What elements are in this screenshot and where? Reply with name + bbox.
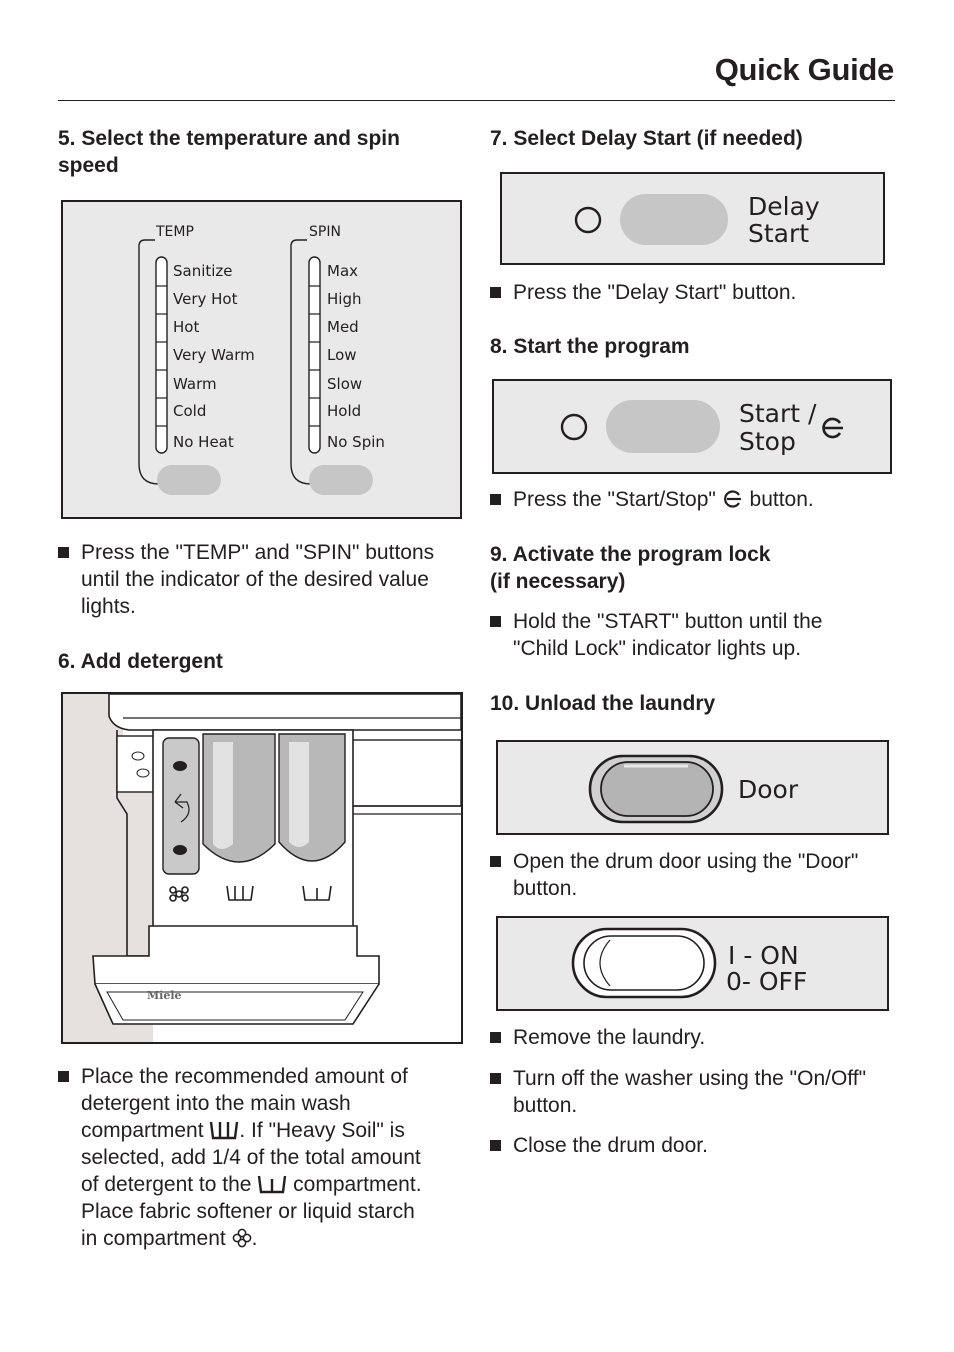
temp-option: Warm — [173, 375, 217, 393]
spin-option: Max — [327, 262, 358, 280]
temp-option: Very Warm — [173, 346, 255, 364]
spin-option: Med — [327, 318, 359, 336]
step10-heading: 10. Unload the laundry — [490, 692, 716, 715]
delay-start-label-line1: Delay — [748, 192, 820, 221]
spin-button — [309, 465, 373, 495]
step5-heading: 5. Select the temperature and spin speed — [58, 127, 400, 177]
step10-door-bullet: Open the drum door using the "Door" butt… — [490, 848, 890, 902]
step9-heading: 9. Activate the program lock (if necessa… — [490, 543, 771, 593]
door-label: Door — [738, 775, 799, 804]
power-on-label: I - ON — [728, 941, 799, 970]
start-stop-label-line1: Start / — [739, 399, 817, 428]
delay-start-label-line2: Start — [748, 219, 809, 248]
start-stop-label-line2: Stop — [739, 427, 796, 456]
step7-heading: 7. Select Delay Start (if needed) — [490, 127, 803, 150]
step7-bullet: Press the "Delay Start" button. — [490, 279, 890, 306]
bullet-square — [490, 1140, 501, 1151]
spin-option: Slow — [327, 375, 362, 393]
step10-remove-bullet: Remove the laundry. — [490, 1024, 890, 1051]
door-panel: Door — [496, 740, 889, 835]
page-title: Quick Guide — [714, 52, 895, 87]
bullet-square — [490, 856, 501, 867]
step5-bullet: Press the "TEMP" and "SPIN" buttons unti… — [58, 539, 473, 620]
bullet-square — [490, 287, 501, 298]
bullet-square — [490, 616, 501, 627]
temp-button — [157, 465, 221, 495]
spin-option: Hold — [327, 402, 361, 420]
start-stop-panel: Start / Stop — [492, 379, 892, 474]
start-stop-button — [606, 400, 720, 453]
bullet-square — [58, 1071, 69, 1082]
header-rule — [58, 100, 895, 101]
step8-heading: 8. Start the program — [490, 335, 690, 358]
power-off-label: 0- OFF — [726, 967, 807, 996]
step6-bullet: Place the recommended amount of detergen… — [58, 1063, 473, 1252]
start-stop-icon — [723, 490, 741, 508]
temp-option: Hot — [173, 318, 199, 336]
spin-label: SPIN — [309, 224, 341, 240]
step8-bullet: Press the "Start/Stop" button. — [490, 486, 890, 513]
step10-off-bullet: Turn off the washer using the "On/Off" b… — [490, 1065, 900, 1119]
prewash-compartment-icon — [258, 1175, 287, 1194]
drawer-drawing: Miele — [63, 694, 461, 1042]
svg-text:Miele: Miele — [147, 989, 182, 1002]
temp-option: Cold — [173, 402, 206, 420]
delay-start-button — [620, 194, 728, 245]
step9-bullet: Hold the "START" button until the "Child… — [490, 608, 890, 662]
power-panel: I - ON 0- OFF — [496, 916, 889, 1011]
main-wash-compartment-icon — [210, 1121, 239, 1140]
step10-close-bullet: Close the drum door. — [490, 1132, 890, 1159]
temp-label: TEMP — [155, 224, 194, 240]
spin-option: No Spin — [327, 433, 385, 451]
start-stop-icon — [822, 417, 843, 439]
bullet-square — [58, 547, 69, 558]
temp-option: Very Hot — [173, 290, 238, 308]
fabric-softener-icon — [232, 1228, 251, 1248]
step6-heading: 6. Add detergent — [58, 650, 223, 673]
spin-option: Low — [327, 346, 357, 364]
bullet-square — [490, 494, 501, 505]
bullet-square — [490, 1032, 501, 1043]
delay-start-indicator — [574, 206, 602, 234]
bullet-square — [490, 1073, 501, 1084]
start-stop-indicator — [560, 413, 588, 441]
spin-option: High — [327, 290, 361, 308]
temp-option: No Heat — [173, 433, 234, 451]
detergent-drawer-illustration: Miele — [61, 692, 463, 1044]
delay-start-panel: Delay Start — [500, 172, 885, 265]
temp-option: Sanitize — [173, 262, 233, 280]
